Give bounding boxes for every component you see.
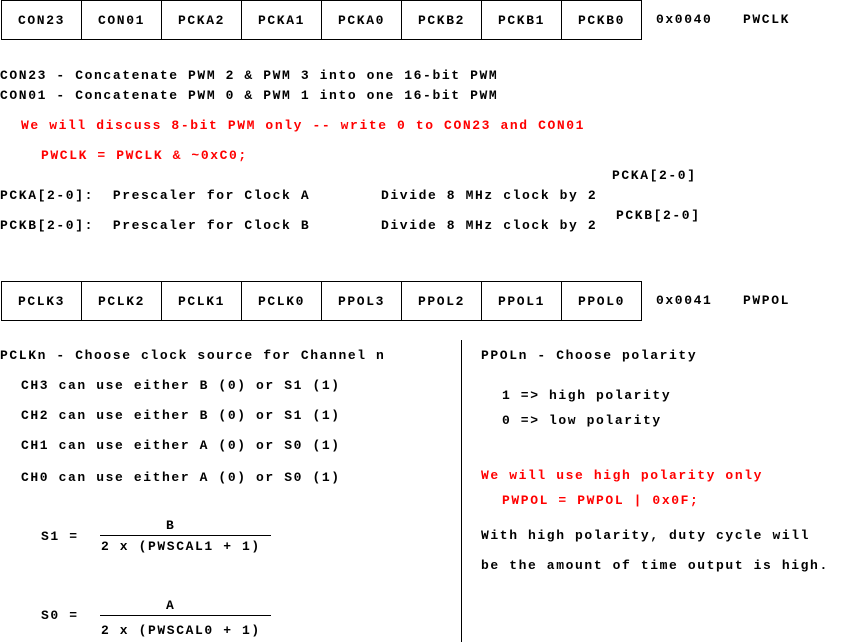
register-name: PWPOL [743,293,791,308]
bit-cell: CON23 [1,0,82,40]
channel-line: CH0 can use either A (0) or S0 (1) [21,470,341,485]
pclk-title: PCLKn - Choose clock source for Channel … [0,348,386,363]
register-address: 0x0040 [656,12,713,27]
bit-cell: PPOL0 [562,281,642,321]
s1-numerator: B [166,518,176,533]
pckb-divide: Divide 8 MHz clock by 2 [381,218,598,233]
bit-cell: PPOL1 [482,281,562,321]
con23-desc: CON23 - Concatenate PWM 2 & PWM 3 into o… [0,68,499,83]
red-code: PWCLK = PWCLK & ~0xC0; [41,148,248,163]
pwclk-register: CON23 CON01 PCKA2 PCKA1 PCKA0 PCKB2 PCKB… [1,0,642,40]
red-note: We will discuss 8-bit PWM only -- write … [21,118,586,133]
register-address: 0x0041 [656,293,713,308]
bit-cell: PCLK2 [82,281,162,321]
pcka-label: PCKA[2-0] [612,168,697,183]
pckb-desc: PCKB[2-0]: Prescaler for Clock B [0,218,311,233]
pcka-divide: Divide 8 MHz clock by 2 [381,188,598,203]
fraction-bar [100,615,271,616]
bit-cell: PCLK3 [1,281,82,321]
con01-desc: CON01 - Concatenate PWM 0 & PWM 1 into o… [0,88,499,103]
channel-line: CH3 can use either B (0) or S1 (1) [21,378,341,393]
bit-cell: PCLK0 [242,281,322,321]
pwpol-register: PCLK3 PCLK2 PCLK1 PCLK0 PPOL3 PPOL2 PPOL… [1,281,642,321]
bit-cell: PCKB1 [482,0,562,40]
bit-cell: PCLK1 [162,281,242,321]
ppol-title: PPOLn - Choose polarity [481,348,698,363]
bit-cell: PCKA0 [322,0,402,40]
pcka-desc: PCKA[2-0]: Prescaler for Clock A [0,188,311,203]
bit-cell: PCKB0 [562,0,642,40]
bit-cell: PCKB2 [402,0,482,40]
s0-denominator: 2 x (PWSCAL0 + 1) [101,623,261,638]
bit-cell: PCKA1 [242,0,322,40]
bit-cell: PCKA2 [162,0,242,40]
note-line: be the amount of time output is high. [481,558,829,573]
s1-lhs: S1 = [41,529,79,544]
bit-cell: PPOL2 [402,281,482,321]
channel-line: CH1 can use either A (0) or S0 (1) [21,438,341,453]
red-code: PWPOL = PWPOL | 0x0F; [502,493,700,508]
channel-line: CH2 can use either B (0) or S1 (1) [21,408,341,423]
register-name: PWCLK [743,12,791,27]
s0-numerator: A [166,598,176,613]
bit-cell: CON01 [82,0,162,40]
note-line: With high polarity, duty cycle will [481,528,811,543]
bit-cell: PPOL3 [322,281,402,321]
high-polarity: 1 => high polarity [502,388,672,403]
s0-lhs: S0 = [41,608,79,623]
low-polarity: 0 => low polarity [502,413,662,428]
divider [461,340,462,642]
pckb-label: PCKB[2-0] [616,208,701,223]
red-note: We will use high polarity only [481,468,764,483]
fraction-bar [100,535,271,536]
s1-denominator: 2 x (PWSCAL1 + 1) [101,539,261,554]
